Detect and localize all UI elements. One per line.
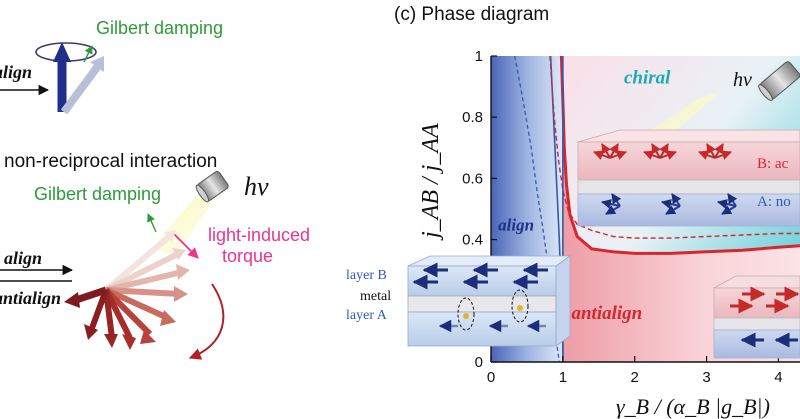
gilbert-label-top: Gilbert damping xyxy=(96,18,223,38)
damping-arrow xyxy=(83,45,93,63)
align-label-top: align xyxy=(0,62,32,82)
torque-label-line2: torque xyxy=(222,246,273,266)
fan-spin-9 xyxy=(84,288,109,340)
spin-arrowhead xyxy=(53,42,71,62)
y-tick-label: 0.6 xyxy=(462,170,483,187)
layer-B-label: layer B xyxy=(346,268,387,283)
inset-blue-spins xyxy=(601,193,738,215)
torque-label-line1: light-induced xyxy=(208,225,310,245)
x-tick-label: 1 xyxy=(559,369,567,386)
fan-spin-3 xyxy=(105,264,190,293)
left-panel: Gilbert damping align non-reciprocal int… xyxy=(0,18,310,360)
rotation-arrow xyxy=(188,283,225,360)
align-inset-electron-1 xyxy=(463,313,469,319)
x-ticks: 0 1 2 3 4 xyxy=(487,356,783,386)
y-axis-label: j_AB / j_AA xyxy=(418,123,444,241)
align-inset-metal xyxy=(407,295,557,313)
inset-red-spins xyxy=(593,143,732,160)
antialign-label: antialign xyxy=(0,288,61,308)
fan-spin-4 xyxy=(105,286,188,302)
lamp-icon xyxy=(195,171,229,203)
fan-spin-2 xyxy=(104,248,186,293)
inset-metal xyxy=(577,179,800,195)
x-tick-label: 2 xyxy=(631,369,639,386)
y-tick-label: 1 xyxy=(475,48,483,65)
top-spin-diagram xyxy=(0,42,104,115)
region-label-antialign: antialign xyxy=(571,303,642,324)
x-tick-label: 4 xyxy=(774,369,782,386)
align-inset-top-face xyxy=(407,255,572,267)
y-tick-label: 0.8 xyxy=(462,109,483,126)
metal-label: metal xyxy=(360,289,391,304)
inset-legend-B: B: ac xyxy=(757,156,789,172)
align-inset-orbit-2 xyxy=(511,289,529,323)
anti-inset-layer-A xyxy=(713,329,800,359)
section-title: non-reciprocal interaction xyxy=(4,151,217,172)
inset-chiral: B: ac A: no hv xyxy=(577,61,800,227)
gilbert-label: Gilbert damping xyxy=(34,184,161,204)
fan-spin-5 xyxy=(104,287,176,326)
anti-inset-metal xyxy=(713,317,800,331)
torque-arrow xyxy=(171,231,199,259)
align-inset-electron-2 xyxy=(517,305,523,311)
inset-hv-label: hv xyxy=(733,69,752,91)
x-tick-label: 0 xyxy=(487,369,495,386)
align-inset-side xyxy=(555,255,571,347)
inset-lamp-icon xyxy=(758,61,800,101)
align-inset-orbit-1 xyxy=(457,297,475,331)
fan-spin-1 xyxy=(104,230,176,293)
y-axis-title: j_AB / j_AA xyxy=(418,123,444,241)
align-label: align xyxy=(4,248,42,268)
tilted-spin-vector xyxy=(60,63,102,115)
tilted-spin-arrowhead xyxy=(90,56,104,72)
y-tick-label: 0 xyxy=(475,354,483,371)
region-label-chiral: chiral xyxy=(624,68,671,89)
spin-fan xyxy=(64,230,190,350)
layer-A-label: layer A xyxy=(346,308,388,323)
fan-spin-8 xyxy=(103,289,118,348)
inset-legend-A: A: no xyxy=(757,194,791,210)
chart-title: (c) Phase diagram xyxy=(394,4,549,25)
damping-arrow-2 xyxy=(147,213,157,233)
y-tick-label: 0.4 xyxy=(462,232,483,249)
anti-inset-spins-B xyxy=(730,286,800,314)
align-inset-spins-B xyxy=(412,262,548,290)
fan-spin-10 xyxy=(64,286,108,308)
inset-align xyxy=(407,255,572,347)
hv-label-left: hv xyxy=(244,172,269,201)
boundary-solid-red xyxy=(559,55,800,255)
fan-spin-6 xyxy=(103,287,156,344)
align-inset-layer-A xyxy=(407,311,557,347)
x-axis-label: γ_B / (α_B |g_B|) xyxy=(616,394,770,419)
inset-antialign xyxy=(713,275,800,359)
region-label-align: align xyxy=(498,215,534,234)
x-tick-label: 3 xyxy=(702,369,710,386)
